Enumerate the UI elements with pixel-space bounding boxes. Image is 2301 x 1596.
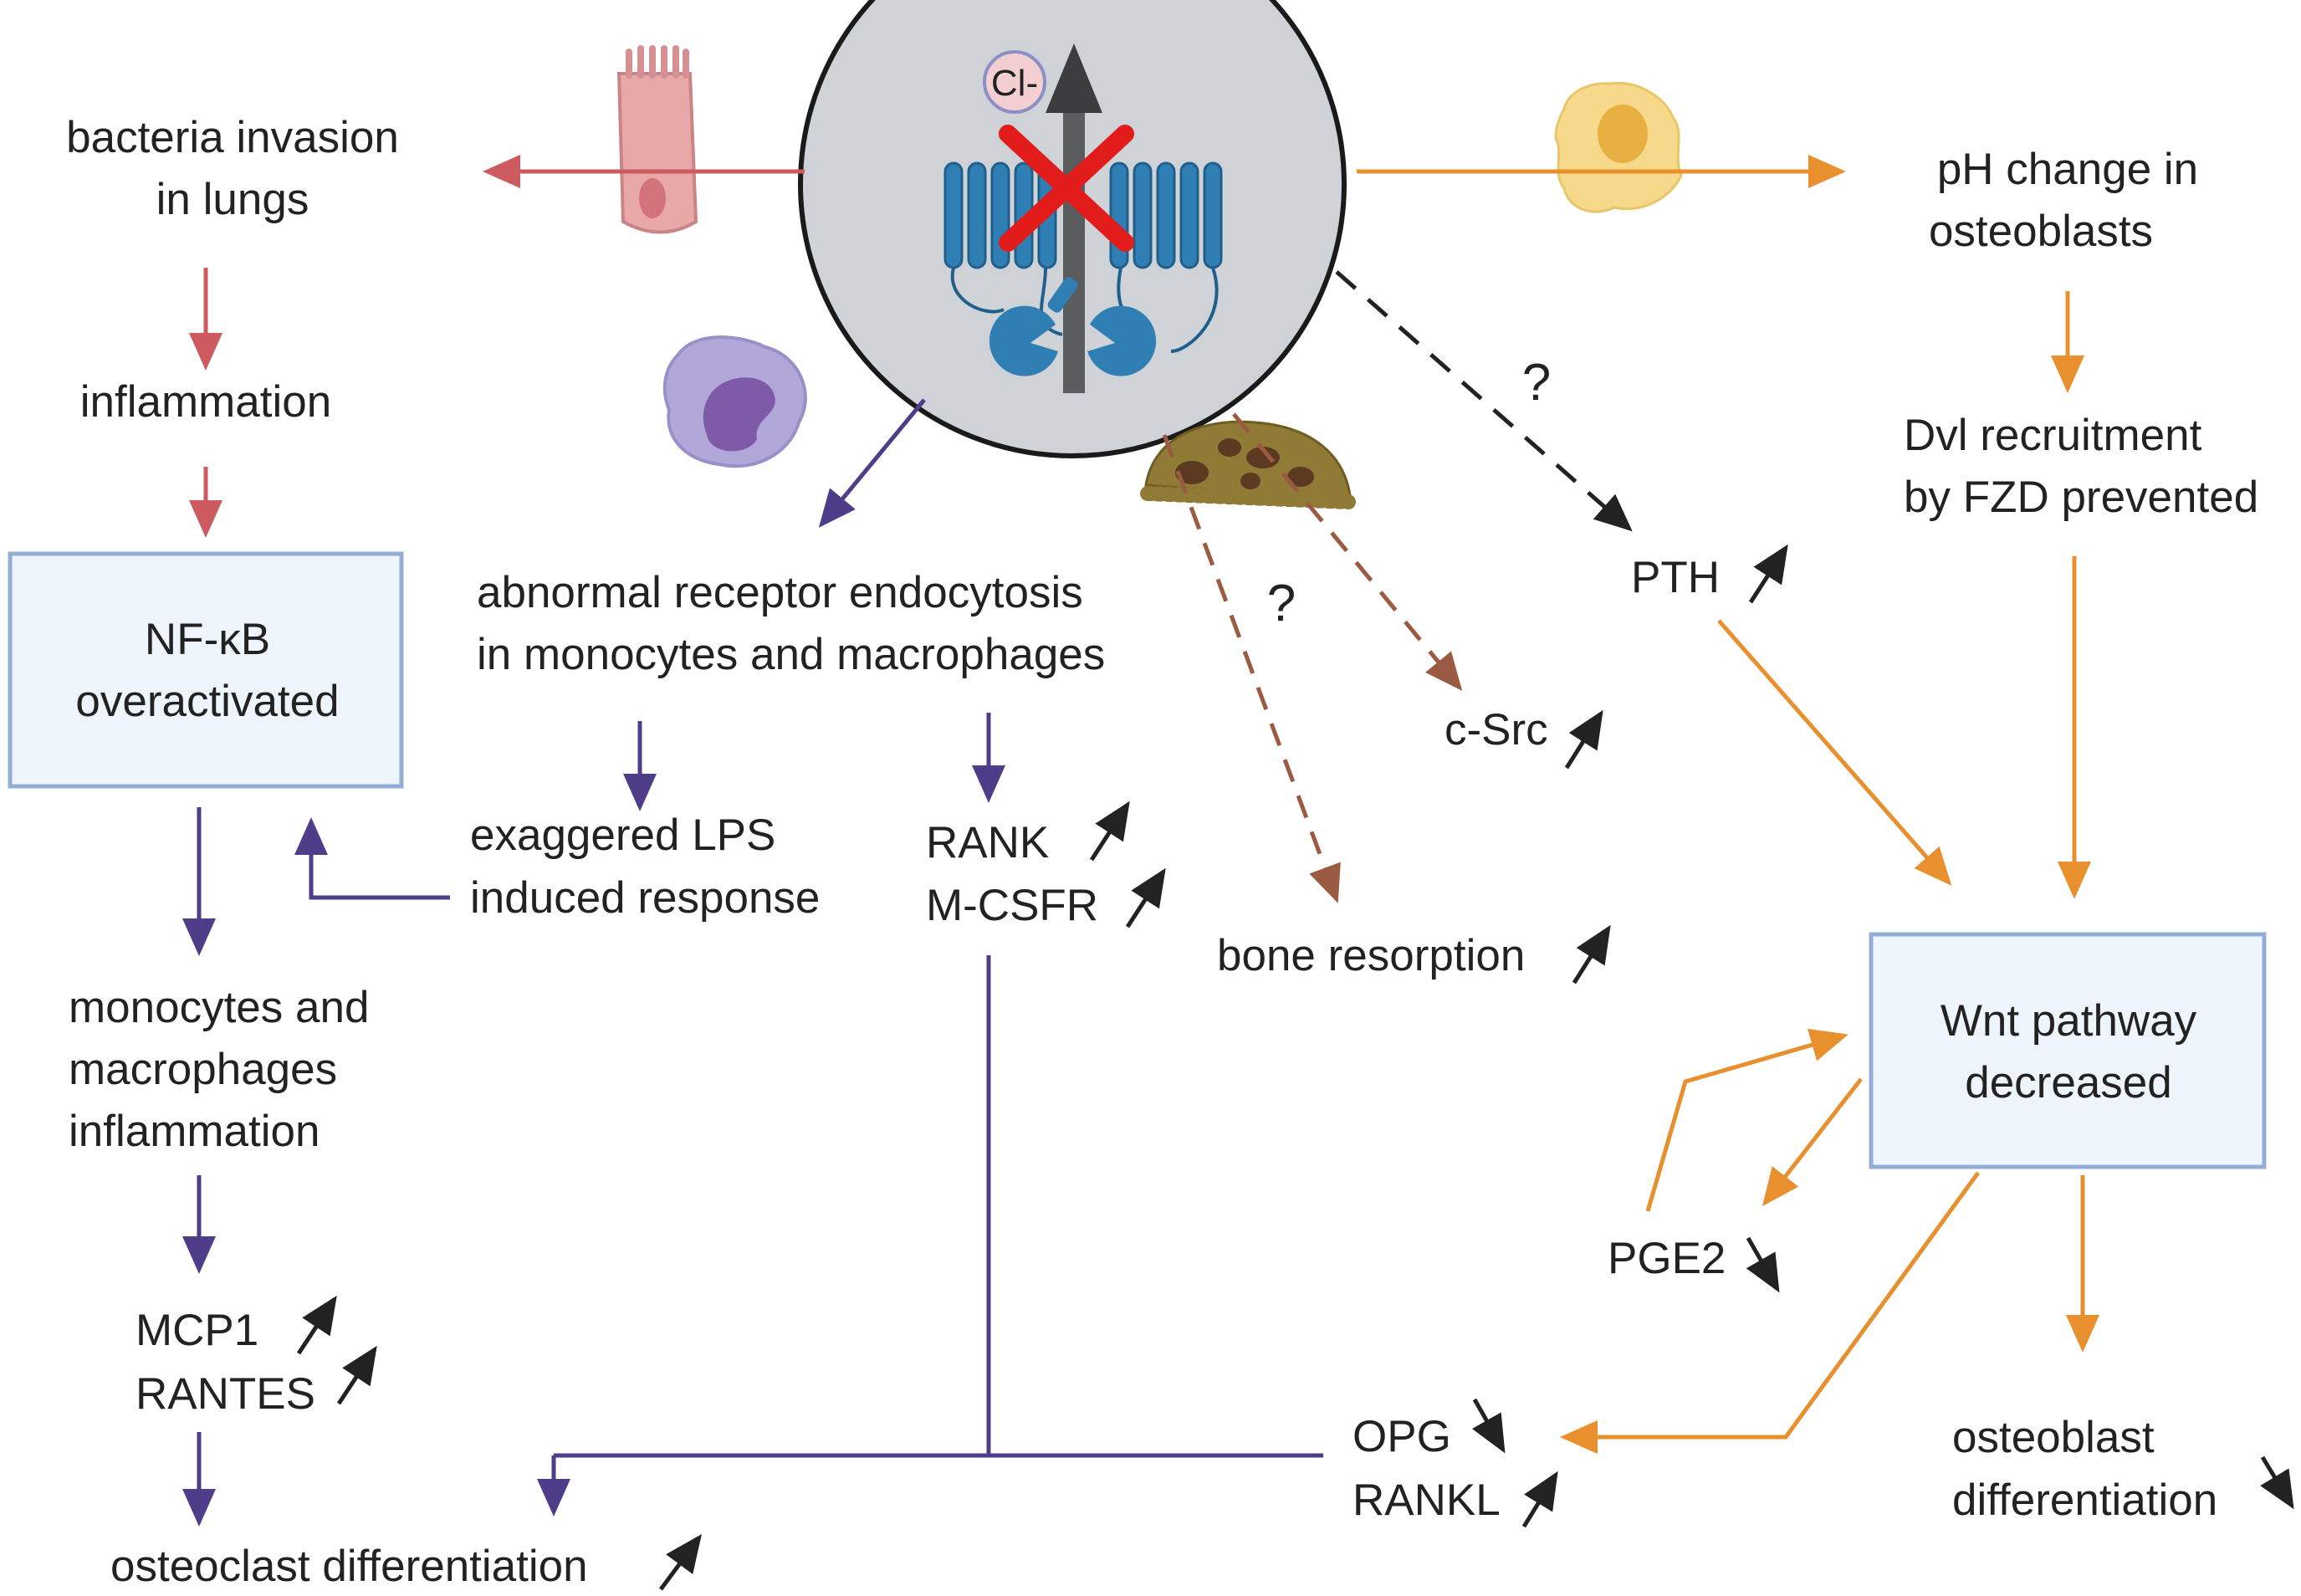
bacteria-line-1: bacteria invasion [66,113,399,162]
lps-line-2: induced response [470,873,820,923]
pge2-label: PGE2 [1608,1234,1726,1283]
cftr-channel-icon [943,43,1223,393]
inflammation-label: inflammation [80,377,331,427]
indicator-arrows [296,544,2294,1591]
rankl-label: RANKL [1352,1476,1501,1525]
epithelial-cell-icon [616,45,698,234]
rantes-label: RANTES [136,1369,315,1419]
rank-up-arrow [1089,801,1130,862]
lps-line-1: exaggered LPS [470,811,775,860]
mono-inflam-line-3: inflammation [69,1107,320,1156]
nfkb-box: NF-κB overactivated [8,551,404,789]
endocytosis-line-2: in monocytes and macrophages [477,630,1105,679]
dvl-line-1: Dvl recruitment [1904,411,2202,460]
rankl-up-arrow [1521,1471,1558,1528]
mono-inflam-line-1: monocytes and [69,983,369,1032]
brown-dashed-arrows [1162,412,1463,903]
nfkb-line-2: overactivated [75,677,339,726]
wnt-line-2: decreased [1965,1058,2172,1107]
mcsfr-label: M-CSFR [926,881,1098,930]
osteoclast-icon [1140,420,1356,509]
endocytosis-line-1: abnormal receptor endocytosis [477,568,1083,617]
red-pathway-arrows [189,155,805,538]
chloride-label: Cl- [991,63,1038,104]
osteoblast-icon [1554,81,1683,213]
chloride-ion: Cl- [983,50,1046,114]
csrc-up-arrow [1564,709,1603,770]
wnt-box: Wnt pathway decreased [1869,932,2267,1169]
opg-label: OPG [1352,1412,1451,1461]
csrc-label: c-Src [1445,705,1548,755]
mcp1-up-arrow [296,1295,337,1355]
ph-line-1: pH change in [1937,145,2198,194]
purple-pathway-arrows [182,398,1323,1527]
mcsfr-up-arrow [1125,867,1166,928]
black-dashed-arrow [1335,270,1633,532]
osteoclast-diff-label: osteoclast differentiation [110,1542,588,1591]
bone-resorption-up-arrow [1572,924,1611,985]
wnt-line-1: Wnt pathway [1941,996,2197,1046]
mcp1-label: MCP1 [136,1306,258,1355]
pth-up-arrow [1748,544,1788,604]
osteoblast-line-2: differentiation [1952,1476,2217,1525]
rantes-up-arrow [336,1345,377,1405]
osteoblast-diff-down-arrow [2260,1455,2294,1510]
bone-resorption-label: bone resorption [1217,931,1525,980]
monocyte-icon [662,335,807,468]
osteoblast-line-1: osteoblast [1952,1413,2155,1462]
dvl-line-2: by FZD prevented [1904,473,2258,522]
rank-label: RANK [926,818,1049,867]
orange-pathway-arrows [1357,155,2099,1454]
bacteria-line-2: in lungs [156,175,309,224]
nfkb-line-1: NF-κB [145,615,270,664]
pth-label: PTH [1631,553,1720,602]
cftr-cell: Cl- [798,0,1347,458]
pge2-down-arrow [1746,1236,1780,1293]
osteoclast-diff-up-arrow [658,1533,702,1591]
mono-inflam-line-2: macrophages [69,1045,337,1094]
question-mark-2: ? [1522,354,1551,412]
ph-line-2: osteoblasts [1929,207,2153,256]
opg-down-arrow [1471,1398,1506,1454]
question-mark-1: ? [1267,575,1296,632]
